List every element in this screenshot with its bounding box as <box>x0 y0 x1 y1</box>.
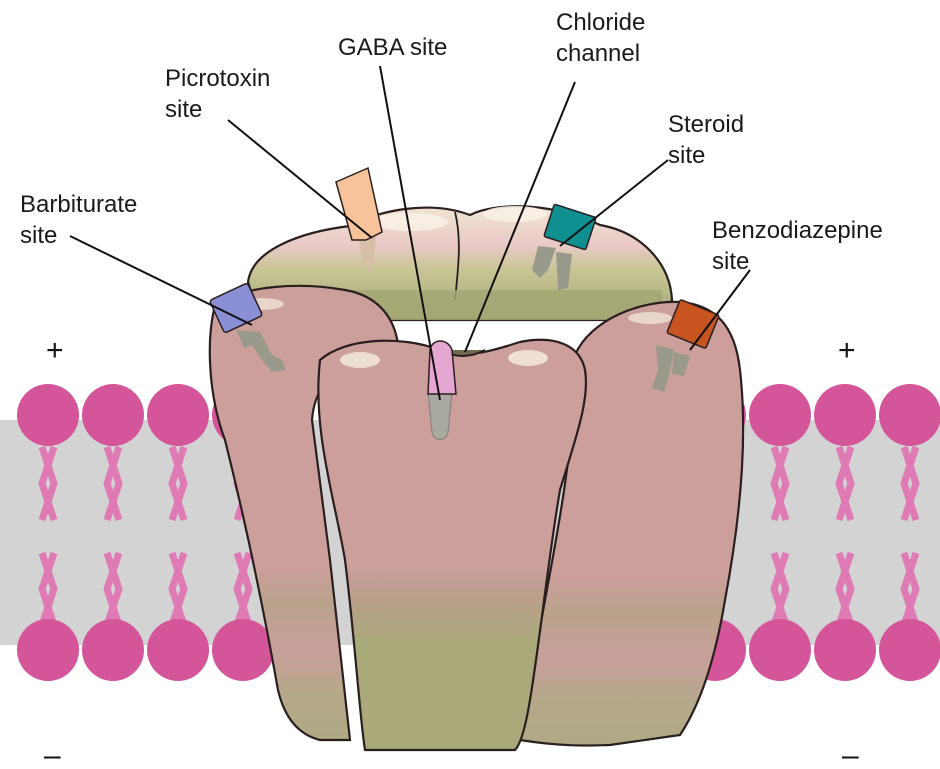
label-steroid-line1: Steroid <box>668 111 744 138</box>
label-barbiturate-site: Barbiturate site <box>20 191 144 249</box>
label-picrotoxin-line2: site <box>165 96 202 123</box>
label-barbiturate-line2: site <box>20 222 57 249</box>
label-benzodiazepine-site: Benzodiazepine site <box>712 217 889 275</box>
label-benzodiazepine-line2: site <box>712 248 749 275</box>
label-picrotoxin-line1: Picrotoxin <box>165 65 270 92</box>
front-highlight-left <box>340 352 380 368</box>
gaba-a-receptor <box>210 206 743 750</box>
label-gaba-site: GABA site <box>338 34 447 61</box>
lipid-head <box>879 619 940 681</box>
label-steroid-line2: site <box>668 142 705 169</box>
lipid-head <box>17 619 79 681</box>
charge-inside-left: – <box>44 739 61 769</box>
lipid-head <box>147 619 209 681</box>
barbiturate-leader <box>70 236 252 325</box>
lipid-head <box>212 619 274 681</box>
gaba-block <box>428 341 456 394</box>
lipid-head <box>17 384 79 446</box>
right-highlight <box>628 312 672 324</box>
top-highlight-right <box>483 206 547 222</box>
lipid-head <box>749 619 811 681</box>
lipid-head <box>82 619 144 681</box>
lipid-head <box>82 384 144 446</box>
lipid-head <box>879 384 940 446</box>
label-steroid-site: Steroid site <box>668 111 751 169</box>
label-picrotoxin-site: Picrotoxin site <box>165 65 277 123</box>
charge-inside-right: – <box>842 739 859 769</box>
lipid-head <box>749 384 811 446</box>
label-barbiturate-line1: Barbiturate <box>20 191 137 218</box>
label-chloride-channel: Chloride channel <box>556 9 652 67</box>
lipid-head <box>147 384 209 446</box>
charge-outside-left: + <box>46 334 64 367</box>
lipid-head <box>814 384 876 446</box>
label-chloride-line1: Chloride <box>556 9 645 36</box>
lipid-head <box>814 619 876 681</box>
charge-outside-right: + <box>838 334 856 367</box>
front-highlight-right <box>508 350 548 366</box>
label-benzodiazepine-line1: Benzodiazepine <box>712 217 883 244</box>
label-chloride-line2: channel <box>556 40 640 67</box>
